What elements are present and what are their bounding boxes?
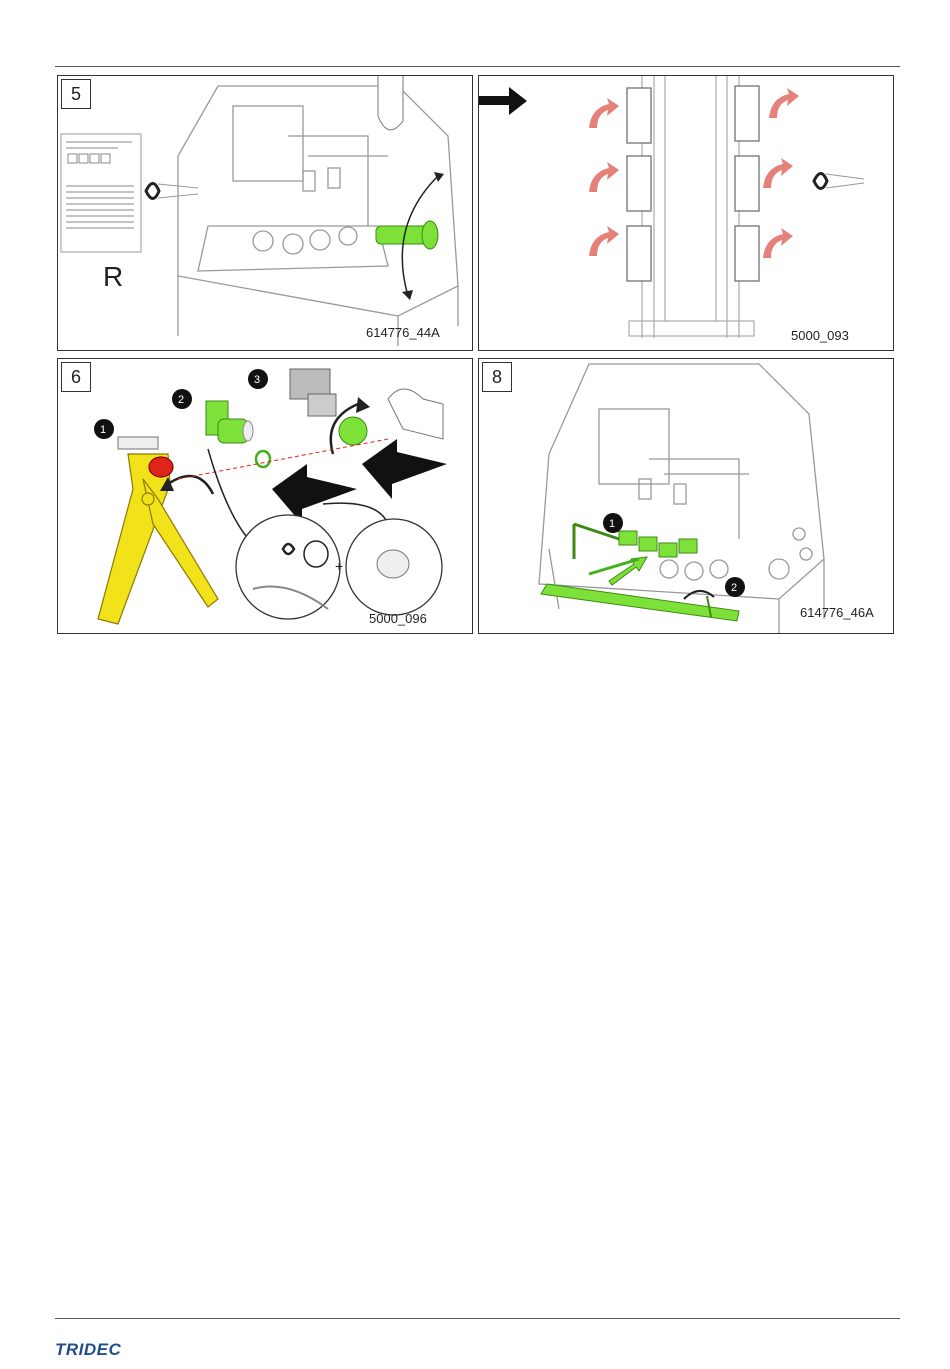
arrow-right-icon <box>479 87 527 115</box>
svg-text:3: 3 <box>254 374 260 386</box>
illustration-valve-install: 1 2 <box>479 359 894 634</box>
step-number: 6 <box>61 362 91 392</box>
illustration-cartridge-removal: 1 2 3 <box>58 359 473 634</box>
step-number: 5 <box>61 79 91 109</box>
figure-caption: 5000_093 <box>791 328 849 343</box>
label-letter: R <box>103 261 123 292</box>
eye-icon <box>814 174 864 189</box>
badge-2: 2 <box>725 577 745 597</box>
curved-arrow-icon <box>589 88 799 258</box>
header-rule <box>55 66 900 67</box>
figure-caption: 614776_46A <box>800 605 874 620</box>
figure-caption: 5000_096 <box>369 611 427 626</box>
step-number: 8 <box>482 362 512 392</box>
footer-rule <box>55 1318 900 1319</box>
badge-3: 3 <box>248 369 268 389</box>
badge-1: 1 <box>603 513 623 533</box>
illustration-valve-stack <box>479 76 894 351</box>
svg-text:1: 1 <box>100 424 106 436</box>
panel-step-5: 5 <box>57 75 473 351</box>
svg-text:1: 1 <box>609 518 615 530</box>
eye-icon <box>146 184 198 199</box>
illustration-hydraulic-unit: R <box>58 76 473 351</box>
badge-2: 2 <box>172 389 192 409</box>
green-cartridge <box>206 401 270 467</box>
tridec-logo: TRIDEC <box>55 1340 121 1360</box>
svg-text:2: 2 <box>731 582 737 594</box>
panel-step-8: 8 1 2 614776_46A <box>478 358 894 634</box>
figure-caption: 614776_44A <box>366 325 440 340</box>
panel-step-6: 6 1 2 3 <box>57 358 473 634</box>
badge-1: 1 <box>94 419 114 439</box>
svg-text:2: 2 <box>178 394 184 406</box>
plus-sign: + <box>335 558 343 574</box>
panel-valve-stack: 5000_093 <box>478 75 894 351</box>
pliers-tool <box>98 437 218 624</box>
